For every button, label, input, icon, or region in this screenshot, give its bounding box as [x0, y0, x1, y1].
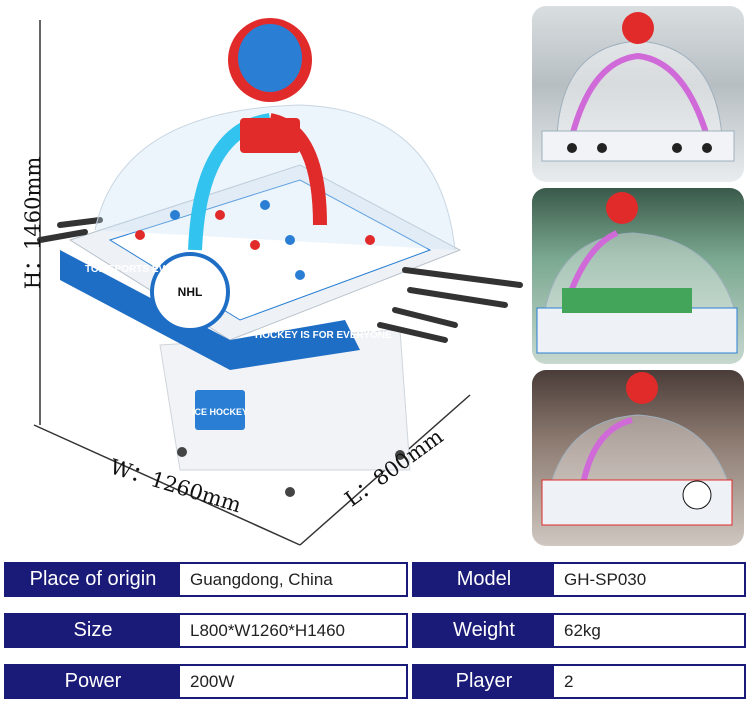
- photo-1-drawing: [541, 12, 735, 162]
- top-sports-events-text: TOP SPORTS EVENTS: [85, 264, 192, 275]
- hockey-table-drawing: ICE HOCKEY NHL TOP SPORTS EVENTS HOCKEY …: [33, 18, 523, 546]
- spec-label: Model: [414, 564, 554, 595]
- photo-3-drawing: [541, 372, 733, 526]
- spec-label: Weight: [414, 615, 554, 646]
- spec-value: 200W: [180, 666, 406, 697]
- spec-label: Power: [6, 666, 180, 697]
- spec-place-of-origin: Place of origin Guangdong, China: [4, 562, 408, 597]
- slogan-text: HOCKEY IS FOR EVERYONE: [255, 330, 392, 341]
- height-dimension-label: H：1460mm: [21, 156, 45, 290]
- nhl-emblem-text: NHL: [178, 285, 203, 299]
- spec-label: Player: [414, 666, 554, 697]
- spec-label: Place of origin: [6, 564, 180, 595]
- width-dimension-line: [33, 424, 301, 546]
- spec-weight: Weight 62kg: [412, 613, 746, 648]
- spec-model: Model GH-SP030: [412, 562, 746, 597]
- score-box: [240, 118, 300, 153]
- ice-hockey-logo-panel: [195, 390, 245, 430]
- spec-player: Player 2: [412, 664, 746, 699]
- photo-2-drawing: [536, 192, 738, 354]
- wheel: [395, 450, 405, 460]
- spec-size: Size L800*W1260*H1460: [4, 613, 408, 648]
- acrylic-dome: [94, 104, 456, 251]
- spec-value: 2: [554, 666, 744, 697]
- hockey-players: [135, 200, 375, 280]
- product-photo-2: [532, 188, 744, 364]
- spec-power: Power 200W: [4, 664, 408, 699]
- control-rods: [37, 217, 523, 343]
- product-illustration: ICE HOCKEY NHL TOP SPORTS EVENTS HOCKEY …: [21, 18, 523, 546]
- wheel: [177, 447, 187, 457]
- top-sign-front: [238, 24, 302, 92]
- spec-value: Guangdong, China: [180, 564, 406, 595]
- nhl-emblem: [150, 252, 230, 332]
- spec-value: L800*W1260*H1460: [180, 615, 406, 646]
- product-photo-3: [532, 370, 744, 546]
- spec-value: 62kg: [554, 615, 744, 646]
- product-photo-1: [532, 6, 744, 182]
- spec-label: Size: [6, 615, 180, 646]
- ice-hockey-logo-text: ICE HOCKEY: [192, 407, 248, 417]
- spec-value: GH-SP030: [554, 564, 744, 595]
- front-banner: [60, 250, 360, 370]
- wheel: [285, 487, 295, 497]
